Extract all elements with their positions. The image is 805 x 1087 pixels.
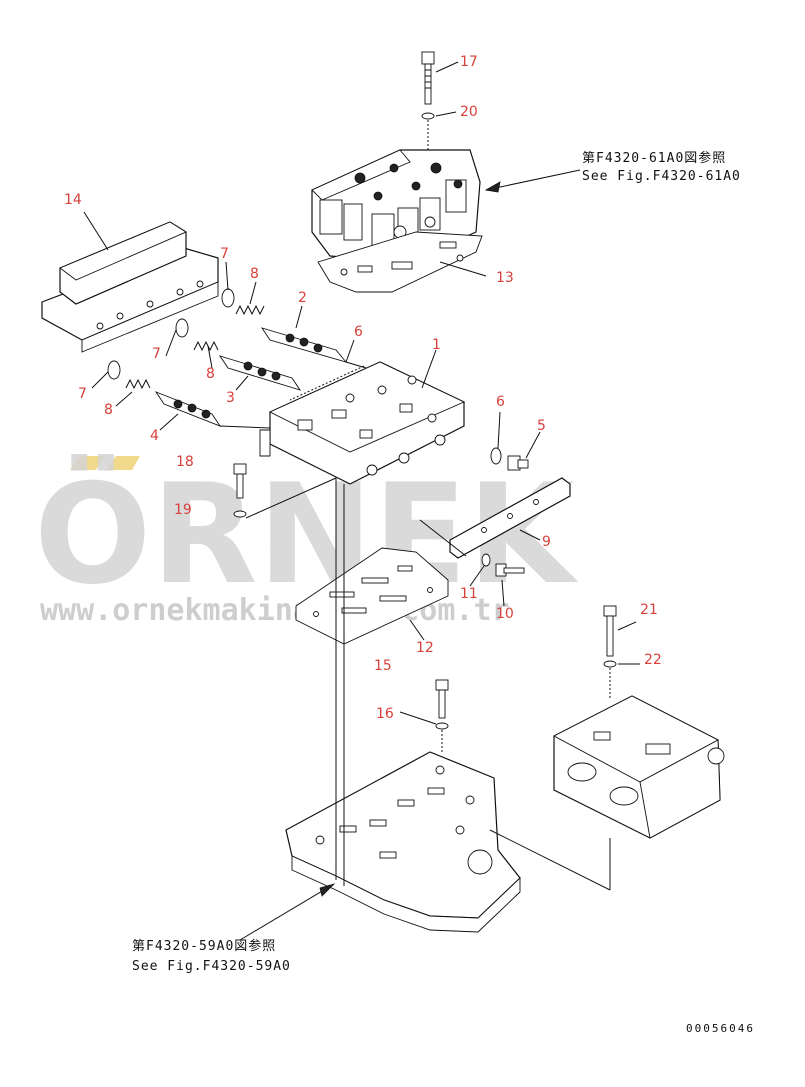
callout-11: 11 xyxy=(460,586,478,602)
callout-17: 17 xyxy=(460,54,478,70)
callout-8-middle: 8 xyxy=(206,366,215,382)
connection-lines xyxy=(289,365,611,891)
callout-1: 1 xyxy=(432,337,441,353)
callout-2: 2 xyxy=(298,290,307,306)
callout-8-bottom: 8 xyxy=(104,402,113,418)
callout-20: 20 xyxy=(460,104,478,120)
ref-top-jp: 第F4320-61A0図参照 xyxy=(582,150,726,166)
callout-22: 22 xyxy=(644,652,662,668)
callout-5: 5 xyxy=(537,418,546,434)
callout-6-center: 6 xyxy=(354,324,363,340)
drawing-number: 00056046 xyxy=(686,1022,755,1035)
callout-21: 21 xyxy=(640,602,658,618)
bolt-10-washer-11 xyxy=(481,553,525,577)
callout-12: 12 xyxy=(416,640,434,656)
ref-bottom-en: See Fig.F4320-59A0 xyxy=(132,959,291,974)
lower-plate-assembly xyxy=(285,751,521,933)
callout-19: 19 xyxy=(174,502,192,518)
watermark-accent-right xyxy=(106,456,140,470)
ref-bottom-jp: 第F4320-59A0図参照 xyxy=(132,938,276,954)
callout-16: 16 xyxy=(376,706,394,722)
callout-14: 14 xyxy=(64,192,82,208)
main-valve-body-1 xyxy=(259,361,466,485)
bolt-18-washer-19 xyxy=(233,463,337,519)
callout-7-middle: 7 xyxy=(152,346,161,362)
callout-8-top: 8 xyxy=(250,266,259,282)
spools-and-springs xyxy=(107,288,367,429)
bolt-15-washer-16 xyxy=(435,679,449,752)
leader-lines xyxy=(83,61,640,941)
callout-numbers: 1 2 3 4 5 6 6 7 7 7 8 8 8 9 10 11 12 13 … xyxy=(64,54,662,722)
callout-4: 4 xyxy=(150,428,159,444)
cover-plate-9 xyxy=(449,477,571,559)
reference-notes: 第F4320-61A0図参照 See Fig.F4320-61A0 第F4320… xyxy=(132,150,741,974)
upper-valve-assembly xyxy=(311,149,483,293)
callout-13: 13 xyxy=(496,270,514,286)
oring-6-plug-5 xyxy=(490,447,529,471)
callout-10: 10 xyxy=(496,606,514,622)
gasket-12 xyxy=(295,547,449,645)
watermark-accent-left xyxy=(70,456,104,470)
callout-15: 15 xyxy=(374,658,392,674)
callout-6-right: 6 xyxy=(496,394,505,410)
side-valve-block xyxy=(553,605,725,839)
bolt-17-washer-20 xyxy=(421,51,435,150)
ref-top-en: See Fig.F4320-61A0 xyxy=(582,169,741,184)
callout-3: 3 xyxy=(226,390,235,406)
callout-7-bottom: 7 xyxy=(78,386,87,402)
callout-7-top: 7 xyxy=(220,246,229,262)
callout-18: 18 xyxy=(176,454,194,470)
callout-9: 9 xyxy=(542,534,551,550)
valve-plate-14 xyxy=(41,221,219,353)
